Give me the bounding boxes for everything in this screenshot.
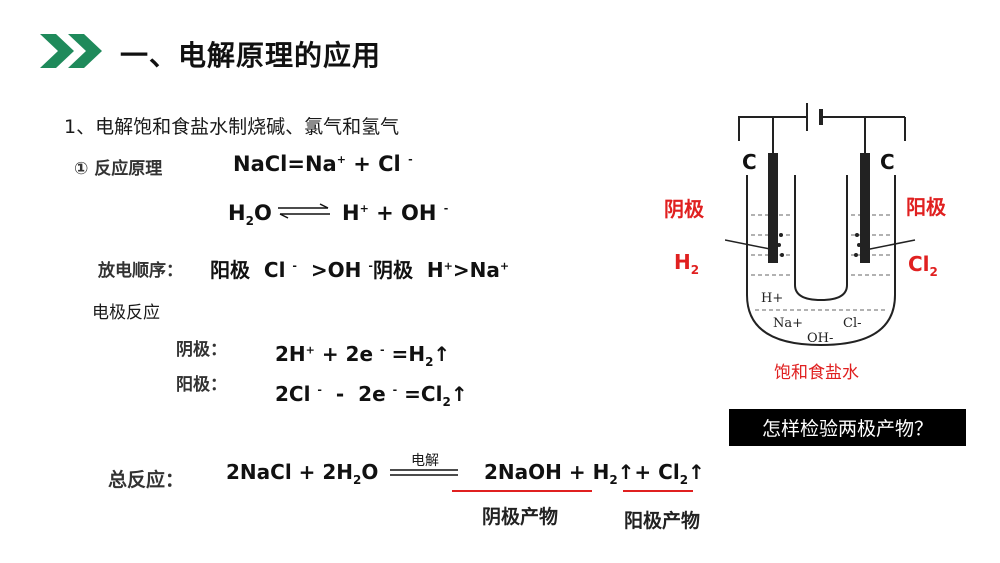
ion-cl: Cl-	[843, 316, 862, 331]
total-left: 2NaCl + 2H2O	[226, 460, 379, 487]
electrode-label: 电极反应	[92, 303, 160, 323]
u-tube-inner	[794, 175, 848, 302]
equation-nacl: NaCl=Na+ + Cl -	[233, 152, 413, 176]
discharge-order: 阳极 Cl - >OH -阴极 H+>Na+	[210, 258, 510, 282]
gas-h2-label: H2	[674, 250, 700, 277]
anode-product-label: 阳极产物	[624, 510, 701, 532]
reaction-equals-icon	[390, 469, 458, 476]
equation-water-ions: H+ + OH -	[342, 201, 449, 225]
cathode-product-label: 阴极产物	[482, 506, 559, 528]
cathode-label: 阴极：	[176, 340, 227, 360]
electrode-label-right: C	[880, 150, 895, 174]
question-box: 怎样检验两极产物？	[729, 409, 966, 446]
cathode-product-underline	[452, 490, 592, 492]
ion-h: H+	[761, 291, 783, 306]
chevron-double-icon	[40, 34, 102, 68]
ion-na: Na+	[773, 316, 803, 331]
page-title: 一、电解原理的应用	[120, 39, 382, 72]
discharge-label: 放电顺序：	[98, 261, 183, 281]
anode-equation: 2Cl - - 2e - =Cl2↑	[275, 382, 468, 409]
cathode-equation: 2H+ + 2e - =H2↑	[275, 342, 451, 369]
solution-dashes	[751, 214, 891, 311]
equation-water: H2O	[228, 201, 272, 229]
total-right: 2NaOH + H2↑+ Cl2↑	[484, 460, 705, 487]
electrode-left	[768, 153, 778, 263]
diagram-cathode-label: 阴极	[664, 197, 704, 221]
anode-label: 阳极：	[176, 375, 227, 395]
electrode-label-left: C	[742, 150, 757, 174]
gas-cl2-label: Cl2	[908, 252, 938, 279]
section-heading: 1、电解饱和食盐水制烧碱、氯气和氢气	[64, 116, 400, 138]
diagram-anode-label: 阳极	[906, 195, 946, 219]
electrolysis-u-tube-diagram: H+ Na+ OH- Cl-	[725, 103, 916, 347]
equilibrium-arrow-icon	[278, 203, 330, 219]
total-label: 总反应：	[108, 469, 185, 491]
gas-bubbles	[777, 233, 861, 257]
principle-label: ① 反应原理	[74, 159, 163, 179]
solution-label: 饱和食盐水	[774, 363, 859, 383]
ion-oh: OH-	[807, 331, 833, 346]
electrode-right	[860, 153, 870, 263]
electrolysis-condition: 电解	[411, 453, 439, 469]
u-tube-outer	[746, 175, 896, 347]
anode-product-underline	[623, 490, 693, 492]
